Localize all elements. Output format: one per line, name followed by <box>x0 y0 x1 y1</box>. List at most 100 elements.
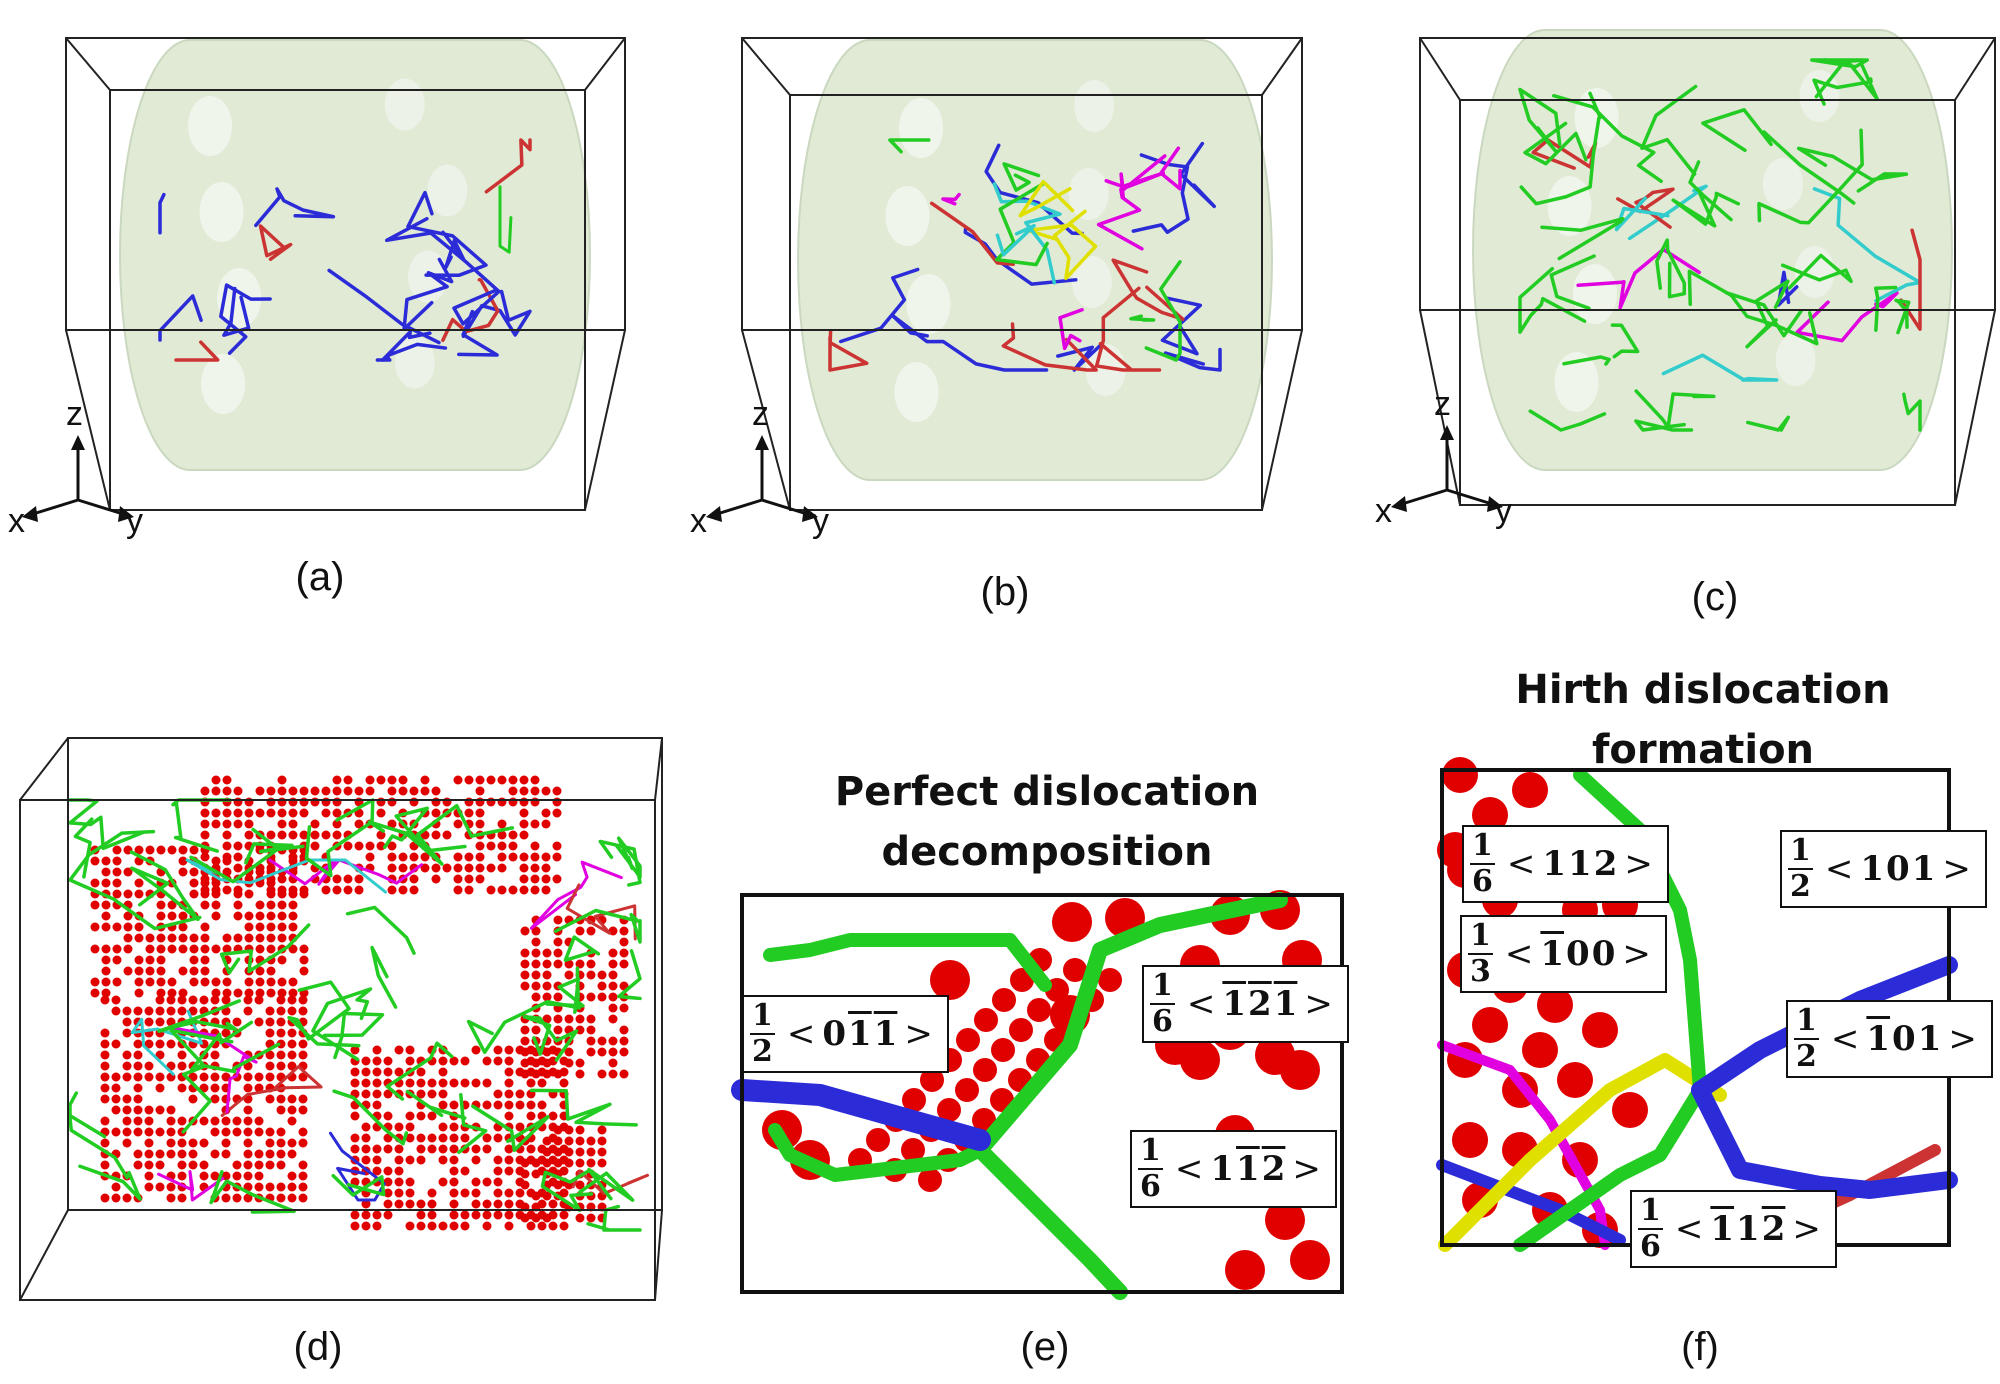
atom <box>575 1058 585 1068</box>
cylinder-surface <box>1472 29 1953 471</box>
dislocation-line <box>545 966 585 1014</box>
index-digit-barred: 1 <box>1236 1149 1260 1189</box>
dislocation-line <box>828 328 869 372</box>
close-bracket: > <box>1624 844 1653 884</box>
atom <box>310 841 320 851</box>
dislocation-line <box>1018 179 1075 218</box>
atom <box>211 988 221 998</box>
atom <box>255 966 265 976</box>
pore <box>1068 168 1109 220</box>
atom <box>531 948 541 958</box>
atom <box>266 786 276 796</box>
atom <box>244 819 254 829</box>
atom <box>920 1068 944 1092</box>
index-digit-barred: 1 <box>848 1014 872 1054</box>
atom <box>361 1078 371 1088</box>
atom <box>200 900 210 910</box>
axis-x-label-c: x <box>1375 492 1392 530</box>
atom <box>1009 1018 1033 1042</box>
dislocation-line <box>498 185 513 254</box>
atom <box>438 1155 448 1165</box>
atom <box>453 863 463 873</box>
atom <box>112 878 122 888</box>
atom <box>156 944 166 954</box>
atom <box>449 1155 459 1165</box>
atom <box>464 852 474 862</box>
atom <box>145 966 155 976</box>
atom <box>266 933 276 943</box>
dislocation-line <box>598 839 642 887</box>
panel-e-frame <box>740 893 1344 1294</box>
axis-z-label-b: z <box>752 395 769 433</box>
atom <box>365 775 375 785</box>
atom <box>221 1138 231 1148</box>
index-digit: 2 <box>1593 844 1618 884</box>
panel-label-b: (b) <box>980 570 1030 614</box>
atom <box>276 1039 286 1049</box>
index-digit: 0 <box>822 1014 847 1054</box>
atom <box>361 1089 371 1099</box>
atom <box>354 885 364 895</box>
atom <box>211 808 221 818</box>
atom <box>372 1056 382 1066</box>
atom <box>123 911 133 921</box>
atom <box>210 1171 220 1181</box>
atom <box>531 1169 541 1179</box>
dislocation-line <box>1687 269 1819 346</box>
atom <box>354 786 364 796</box>
dislocation-line <box>471 1104 550 1152</box>
atom <box>515 1100 525 1110</box>
atom <box>254 1149 264 1159</box>
panel-d-render <box>19 737 663 1301</box>
atom <box>233 988 243 998</box>
atom <box>416 1078 426 1088</box>
atom <box>265 1072 275 1082</box>
cylinder-surface <box>797 39 1273 481</box>
atom <box>200 808 210 818</box>
atom <box>167 988 177 998</box>
atom <box>530 797 540 807</box>
atom <box>265 1160 275 1170</box>
atom <box>298 1050 308 1060</box>
atom <box>178 911 188 921</box>
atom <box>394 1188 404 1198</box>
atom <box>526 1221 536 1231</box>
atom <box>277 885 287 895</box>
atom <box>564 970 574 980</box>
dislocation-line <box>287 980 361 1048</box>
atom <box>520 959 530 969</box>
pore <box>201 354 246 414</box>
atom <box>372 1067 382 1077</box>
atom <box>956 1028 980 1052</box>
atom <box>255 911 265 921</box>
atom <box>200 922 210 932</box>
atom <box>361 1144 371 1154</box>
atom <box>277 830 287 840</box>
atom <box>255 944 265 954</box>
atom <box>221 1072 231 1082</box>
atom <box>112 856 122 866</box>
axis-y-arrowhead <box>1487 496 1503 512</box>
atom <box>398 786 408 796</box>
atom <box>112 845 122 855</box>
dislocation-line <box>254 187 336 228</box>
fraction-numerator: 1 <box>1638 1193 1663 1230</box>
open-bracket: < <box>1506 844 1536 884</box>
atom <box>482 1056 492 1066</box>
atom <box>597 1047 607 1057</box>
atom <box>493 1210 503 1220</box>
dislocation-line <box>1519 91 1602 206</box>
atom <box>266 830 276 840</box>
atom <box>200 885 210 895</box>
dislocation-line <box>1540 216 1625 261</box>
atom <box>508 786 518 796</box>
atom <box>233 911 243 921</box>
atom <box>167 900 177 910</box>
atom <box>520 970 530 980</box>
atom <box>244 933 254 943</box>
atom <box>541 863 551 873</box>
atom <box>530 819 540 829</box>
atom <box>188 1149 198 1159</box>
